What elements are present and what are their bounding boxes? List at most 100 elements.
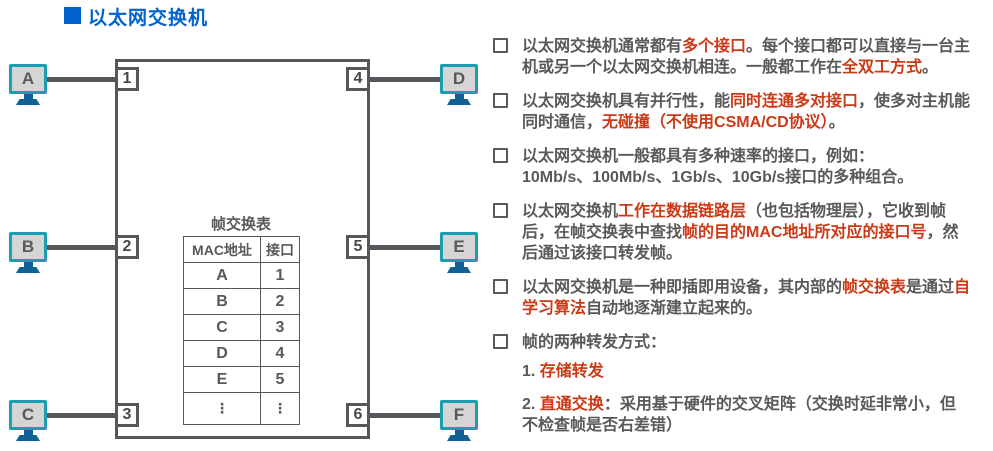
note-text: 以太网交换机通常都有多个接口。每个接口都可以直接与一台主机或另一个以太网交换机相…: [522, 36, 993, 78]
cell-mac: A: [183, 262, 261, 289]
note-text: 以太网交换机是一种即插即用设备，其内部的帧交换表是通过自学习算法自动地逐渐建立起…: [522, 277, 993, 319]
note-item: 以太网交换机是一种即插即用设备，其内部的帧交换表是通过自学习算法自动地逐渐建立起…: [493, 277, 993, 319]
note-text: 2. 直通交换：采用基于硬件的交叉矩阵（交换时延非常小，但不检查帧是否右差错）: [522, 394, 993, 436]
text-segment: 帧的两种转发方式：: [522, 334, 667, 351]
checkbox-icon: [493, 38, 508, 53]
monitor-base: [447, 435, 471, 441]
checkbox-icon: [493, 148, 508, 163]
host-label: B: [21, 237, 35, 256]
highlight-text: 多个接口: [682, 38, 747, 55]
text-segment: 不检查帧是否右差错）: [522, 417, 683, 434]
text-segment: 是通过: [906, 279, 955, 296]
col-header-port: 接口: [260, 236, 300, 263]
highlight-text: 同时连通多对接口: [730, 93, 859, 110]
text-segment: 自动地逐渐建立起来的。: [586, 300, 763, 317]
wire: [368, 77, 442, 82]
computer-icon: D: [440, 64, 478, 94]
port-5: 5: [346, 235, 370, 259]
text-segment: 机或另一个以太网交换机相连。一般都工作在: [522, 59, 843, 76]
text-segment: （也包括物理层），它收到帧: [746, 203, 947, 220]
text-segment: ，使多对主机能: [858, 93, 971, 110]
cell-mac: D: [183, 340, 261, 367]
computer-icon: C: [9, 400, 47, 430]
cell-port: 5: [260, 366, 300, 393]
note-text: 以太网交换机一般都具有多种速率的接口，例如： 10Mb/s、100Mb/s、1Gb…: [522, 146, 993, 188]
note-item: 帧的两种转发方式：: [493, 332, 993, 353]
host-label: D: [452, 69, 466, 88]
highlight-text: 存储转发: [539, 363, 604, 380]
note-text: 帧的两种转发方式：: [522, 332, 993, 353]
computer-icon: B: [9, 232, 47, 262]
cell-port: 4: [260, 340, 300, 367]
table-row: ⋮⋮: [183, 392, 300, 425]
text-segment: 以太网交换机是一种即插即用设备，其内部的: [522, 279, 843, 296]
host-a: A: [9, 64, 47, 105]
note-item: 以太网交换机具有并行性，能同时连通多对接口，使多对主机能同时通信，无碰撞（不使用…: [493, 91, 993, 133]
checkbox-icon: [493, 334, 508, 349]
text-segment: 以太网交换机一般都具有多种速率的接口，例如：: [522, 148, 875, 165]
highlight-text: 帧交换表: [842, 279, 907, 296]
host-label: F: [453, 405, 465, 424]
text-segment: 以太网交换机通常都有: [522, 38, 683, 55]
note-text: 以太网交换机具有并行性，能同时连通多对接口，使多对主机能同时通信，无碰撞（不使用…: [522, 91, 993, 133]
host-c: C: [9, 400, 47, 441]
frame-table-title: 帧交换表: [210, 216, 271, 233]
cell-port: ⋮: [260, 392, 300, 425]
text-segment: 1.: [522, 363, 540, 380]
cell-mac: C: [183, 314, 261, 341]
note-text: 1. 存储转发: [522, 361, 993, 382]
title-bullet-icon: [64, 7, 81, 24]
note-subitem: 1. 存储转发: [493, 361, 993, 382]
checkbox-icon: [493, 279, 508, 294]
monitor-base: [16, 99, 40, 105]
highlight-text: 帧的目的MAC地址所对应的接口号: [682, 224, 927, 241]
text-segment: 。: [922, 59, 939, 76]
text-segment: 10Mb/s、100Mb/s、1Gb/s、10Gb/s接口的多种组合。: [522, 169, 914, 186]
text-segment: 以太网交换机: [522, 203, 619, 220]
note-item: 以太网交换机工作在数据链路层（也包括物理层），它收到帧后，在帧交换表中查找帧的目…: [493, 201, 993, 264]
checkbox-icon: [493, 93, 508, 108]
monitor-base: [447, 267, 471, 273]
host-d: D: [440, 64, 478, 105]
note-text: 以太网交换机工作在数据链路层（也包括物理层），它收到帧后，在帧交换表中查找帧的目…: [522, 201, 993, 264]
cell-mac: E: [183, 366, 261, 393]
port-6: 6: [346, 403, 370, 427]
cell-mac: ⋮: [183, 392, 261, 425]
host-e: E: [440, 232, 478, 273]
text-segment: 。每个接口都可以直接与一台主: [746, 38, 971, 55]
wire: [368, 245, 442, 250]
cell-port: 1: [260, 262, 300, 289]
host-label: A: [21, 69, 35, 88]
cell-mac: B: [183, 288, 261, 315]
note-item: 以太网交换机一般都具有多种速率的接口，例如： 10Mb/s、100Mb/s、1Gb…: [493, 146, 993, 188]
text-segment: 以太网交换机具有并行性，能: [522, 93, 731, 110]
wire: [46, 77, 117, 82]
col-header-mac: MAC地址: [183, 236, 261, 263]
text-segment: ，然: [926, 224, 959, 241]
monitor-neck: [23, 262, 33, 267]
highlight-text: 无碰撞（不使用CSMA/CD协议）: [602, 114, 829, 131]
note-item: 以太网交换机通常都有多个接口。每个接口都可以直接与一台主机或另一个以太网交换机相…: [493, 36, 993, 78]
monitor-base: [16, 435, 40, 441]
text-segment: 后通过该接口转发帧。: [522, 245, 683, 262]
monitor-base: [16, 267, 40, 273]
computer-icon: E: [440, 232, 478, 262]
highlight-text: 直通交换: [539, 396, 604, 413]
port-4: 4: [346, 67, 370, 91]
checkbox-icon: [493, 203, 508, 218]
wire: [46, 245, 117, 250]
wire: [46, 413, 117, 418]
monitor-neck: [454, 262, 464, 267]
highlight-text: 学习算法: [522, 300, 587, 317]
port-1: 1: [115, 67, 139, 91]
note-subitem: 2. 直通交换：采用基于硬件的交叉矩阵（交换时延非常小，但不检查帧是否右差错）: [493, 394, 993, 436]
cell-port: 3: [260, 314, 300, 341]
table-header-row: MAC地址 接口: [183, 236, 300, 263]
computer-icon: A: [9, 64, 47, 94]
host-f: F: [440, 400, 478, 441]
